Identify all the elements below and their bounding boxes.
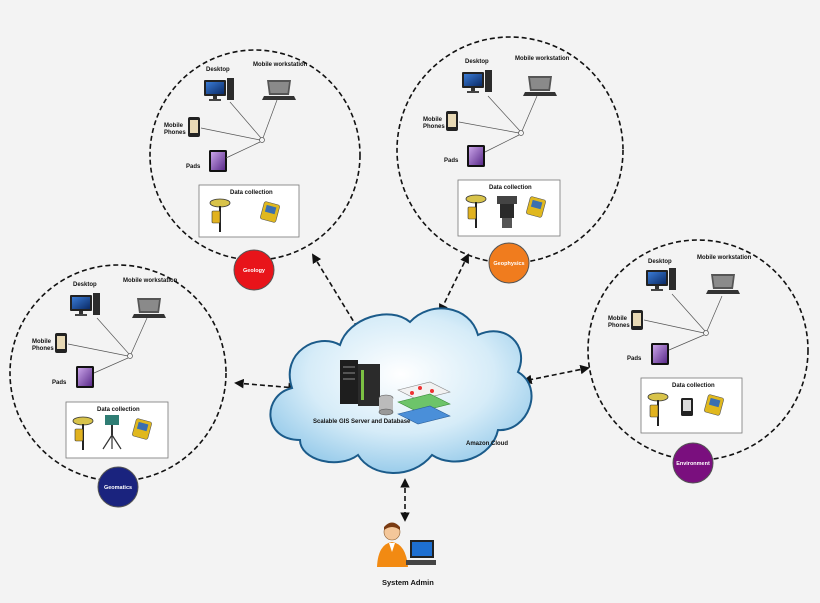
mobile-label: Mobile [32,339,52,345]
hub-lines [200,99,278,159]
mobile-workstation-label: Mobile workstation [697,255,752,261]
cloud-label: Amazon Cloud [466,441,508,447]
admin-user-icon [377,522,436,567]
data-collection-label: Data collection [230,190,273,196]
laptop-icon [132,298,166,318]
phones-label: Phones [423,124,445,130]
environment-badge: Environment [672,442,714,484]
desktop-icon [204,78,234,101]
desktop-label: Desktop [648,259,672,265]
laptop-icon [262,80,296,100]
tablet-icon [209,150,227,172]
map-layers-icon [397,381,451,425]
connector-geophysics [439,253,469,314]
laptop-icon [706,274,740,294]
desktop-icon [646,268,676,291]
geophysics-group: Desktop Mobile workstation Mobile Phones… [396,36,624,284]
environment-badge-label: Environment [676,461,710,467]
phone-icon [55,333,67,353]
data-collection-label: Data collection [672,383,715,389]
tablet-icon [76,366,94,388]
connector-geology [311,253,362,334]
database-icon [378,394,394,416]
desktop-icon [70,293,100,316]
geomatics-badge-label: Geomatics [104,485,132,491]
data-collection-box: Data collection [457,179,561,237]
phones-label: Phones [608,323,630,329]
mobile-workstation-label: Mobile workstation [123,278,178,284]
connector-environment [522,364,590,385]
mobile-label: Mobile [423,117,443,123]
data-collection-box: Data collection [65,401,169,459]
phone-icon [446,111,458,131]
phone-icon [188,117,200,137]
geology-badge-label: Geology [243,268,266,274]
tablet-icon [651,343,669,365]
system-admin-label: System Admin [382,578,434,587]
data-collection-box: Data collection [640,377,743,434]
connector-geomatics [234,378,298,393]
hub-lines [643,293,723,351]
geology-group: Desktop Mobile workstation Mobile Phones… [149,49,361,291]
phones-label: Phones [32,346,54,352]
mobile-label: Mobile [164,123,184,129]
server-label: Scalable GIS Server and Database [313,419,411,425]
tablet-icon [467,145,485,167]
data-collection-label: Data collection [97,407,140,413]
mobile-label: Mobile [608,316,628,322]
geomatics-badge: Geomatics [97,466,139,508]
data-collection-box: Data collection [198,184,300,238]
handphone-icon [681,398,693,416]
desktop-icon [462,70,492,93]
pads-label: Pads [186,164,201,170]
desktop-label: Desktop [465,59,489,65]
pads-label: Pads [52,380,67,386]
pads-label: Pads [444,158,459,164]
pads-label: Pads [627,356,642,362]
geophysics-badge: Geophysics [488,242,530,284]
environment-group: Desktop Mobile workstation Mobile Phones… [587,239,809,484]
desktop-label: Desktop [206,67,230,73]
amazon-cloud: Scalable GIS Server and Database Amazon … [269,307,533,474]
server-rack-icon [340,360,380,406]
hub-lines [67,317,148,374]
geomatics-group: Desktop Mobile workstation Mobile Phones… [9,264,227,508]
phone-icon [631,310,643,330]
geology-badge: Geology [233,249,275,291]
mobile-workstation-label: Mobile workstation [515,56,570,62]
laptop-icon [523,76,557,96]
mobile-workstation-label: Mobile workstation [253,62,308,68]
phones-label: Phones [164,130,186,136]
hub-lines [458,95,538,153]
data-collection-label: Data collection [489,185,532,191]
geophysics-badge-label: Geophysics [493,261,524,267]
desktop-label: Desktop [73,282,97,288]
